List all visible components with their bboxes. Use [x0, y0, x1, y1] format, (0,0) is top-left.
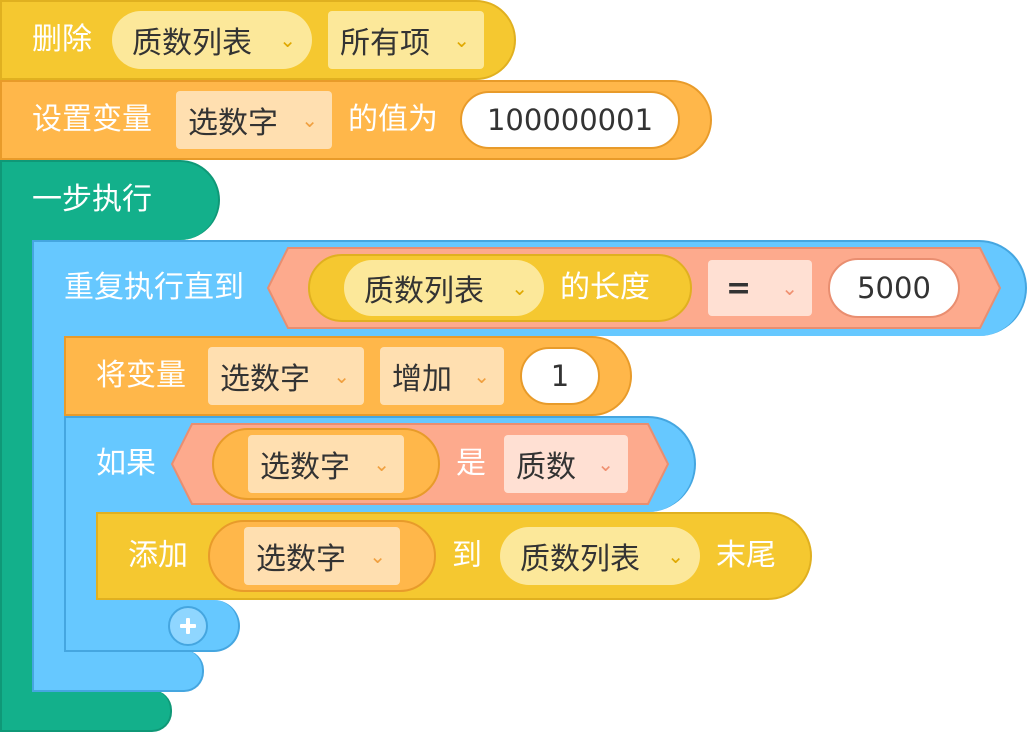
- if-foot: [64, 600, 240, 652]
- if-variable-dropdown[interactable]: 选数字 ⌄: [248, 435, 404, 493]
- delete-mode-dropdown[interactable]: 所有项 ⌄: [328, 11, 484, 69]
- if-type-dropdown-value: 质数: [516, 450, 576, 485]
- chevron-down-icon: ⌄: [667, 544, 684, 568]
- change-variable-label: 将变量: [96, 358, 186, 393]
- if-variable-dropdown-value: 选数字: [260, 450, 350, 485]
- add-list-dropdown[interactable]: 质数列表 ⌄: [500, 527, 700, 585]
- repeat-until-label: 重复执行直到: [64, 270, 244, 305]
- plus-icon: [180, 618, 196, 634]
- delete-mode-dropdown-value: 所有项: [340, 26, 430, 61]
- chevron-down-icon: ⌄: [597, 452, 614, 476]
- set-variable-dropdown[interactable]: 选数字 ⌄: [176, 91, 332, 149]
- add-label: 添加: [128, 538, 188, 573]
- chevron-down-icon: ⌄: [781, 276, 798, 300]
- step-exec-label: 一步执行: [32, 182, 152, 217]
- repeat-until-foot: [32, 650, 204, 692]
- if-is-label: 是: [456, 446, 486, 481]
- step-exec-arm: [0, 200, 34, 692]
- change-mode-dropdown-value: 增加: [392, 362, 452, 397]
- add-else-button[interactable]: [168, 606, 208, 646]
- chevron-down-icon: ⌄: [473, 364, 490, 388]
- change-variable-dropdown-value: 选数字: [220, 362, 310, 397]
- change-value-input[interactable]: 1: [520, 347, 600, 405]
- delete-list-dropdown[interactable]: 质数列表 ⌄: [112, 11, 312, 69]
- if-arm: [64, 470, 98, 612]
- add-variable-dropdown[interactable]: 选数字 ⌄: [244, 527, 400, 585]
- chevron-down-icon: ⌄: [511, 276, 528, 300]
- length-list-dropdown-value: 质数列表: [364, 274, 484, 309]
- chevron-down-icon: ⌄: [333, 364, 350, 388]
- chevron-down-icon: ⌄: [301, 108, 318, 132]
- delete-label: 删除: [32, 22, 92, 57]
- operator-dropdown[interactable]: = ⌄: [708, 260, 812, 316]
- chevron-down-icon: ⌄: [373, 452, 390, 476]
- change-mode-dropdown[interactable]: 增加 ⌄: [380, 347, 504, 405]
- chevron-down-icon: ⌄: [369, 544, 386, 568]
- repeat-until-arm: [32, 300, 66, 652]
- add-list-dropdown-value: 质数列表: [520, 542, 640, 577]
- set-value-label: 的值为: [348, 102, 438, 137]
- add-variable-dropdown-value: 选数字: [256, 542, 346, 577]
- delete-list-dropdown-value: 质数列表: [132, 26, 252, 61]
- change-variable-dropdown[interactable]: 选数字 ⌄: [208, 347, 364, 405]
- if-type-dropdown[interactable]: 质数 ⌄: [504, 435, 628, 493]
- chevron-down-icon: ⌄: [279, 28, 296, 52]
- compare-value-input[interactable]: 5000: [828, 258, 960, 318]
- if-label: 如果: [96, 446, 156, 481]
- add-end-label: 末尾: [716, 538, 776, 573]
- chevron-down-icon: ⌄: [453, 28, 470, 52]
- set-value-input[interactable]: 100000001: [460, 91, 680, 149]
- operator-dropdown-value: =: [726, 270, 752, 306]
- set-variable-label: 设置变量: [32, 102, 152, 137]
- add-to-label: 到: [452, 538, 482, 573]
- set-variable-dropdown-value: 选数字: [188, 106, 278, 141]
- length-list-dropdown[interactable]: 质数列表 ⌄: [344, 260, 544, 316]
- step-exec-foot: [0, 690, 172, 732]
- length-label: 的长度: [560, 270, 650, 305]
